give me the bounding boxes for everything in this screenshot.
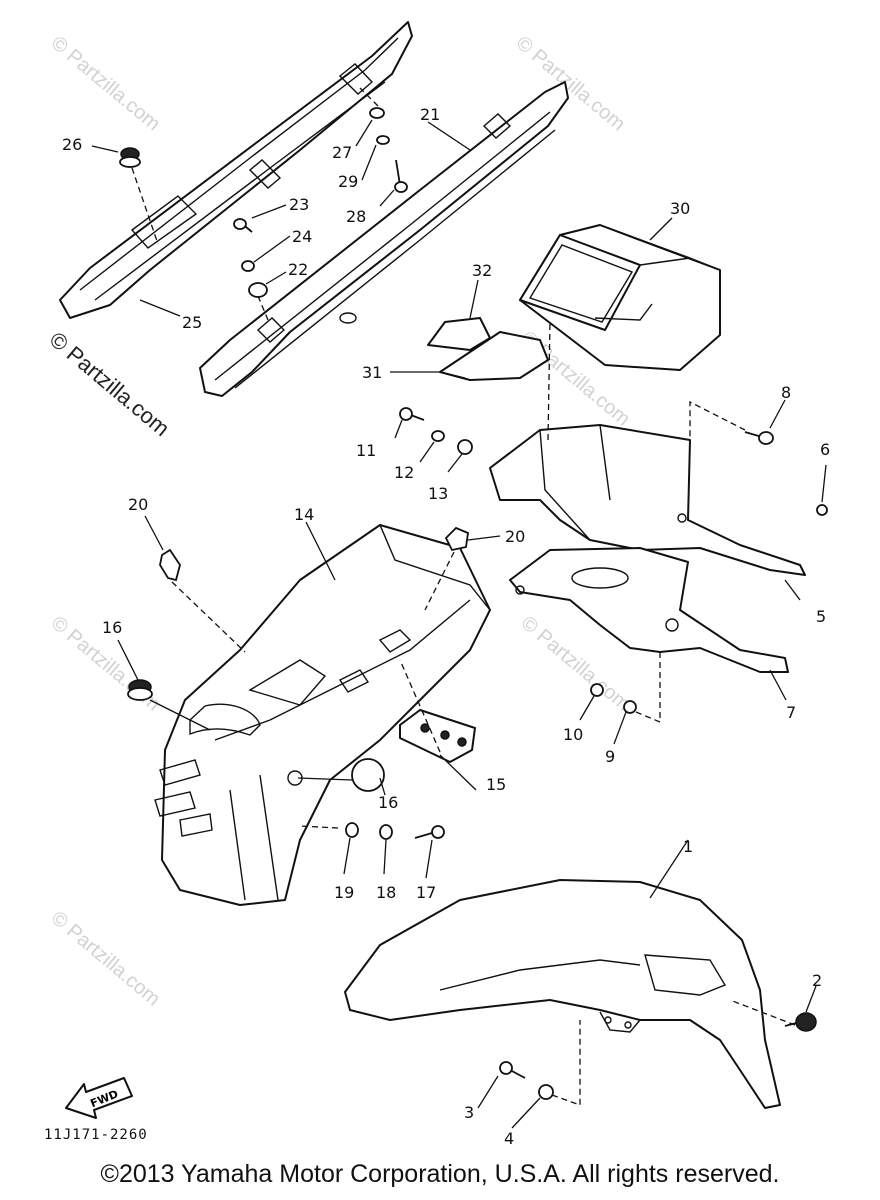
part-16-grommet-left [127,679,153,701]
part-17-bolt [414,825,445,839]
callout-13: 13 [428,484,448,503]
fwd-arrow-icon: FWD [65,1077,133,1119]
callout-7: 7 [786,703,796,722]
watermark-prominent: © Partzilla.com [45,327,175,441]
part-27-collar [369,107,385,119]
callout-23: 23 [289,195,309,214]
part-13-collar [457,439,473,455]
part-15-bracket-plate [399,709,476,763]
callout-27: 27 [332,143,352,162]
part-23-screw [233,218,253,233]
hardware [119,107,828,1100]
callout-9: 9 [605,747,615,766]
part-21-side-cover-right [199,81,569,397]
catalog-code: 11J171-2260 [44,1127,148,1143]
part-29-washer [376,135,390,145]
callout-24: 24 [292,227,312,246]
part-3-bolt [499,1061,526,1079]
part-19-washer [345,822,359,838]
part-9-nut [623,700,637,714]
watermark: © Partzilla.com [47,907,164,1010]
callout-18: 18 [376,883,396,902]
watermark: © Partzilla.com [47,32,164,135]
callout-32: 32 [472,261,492,280]
part-14-rear-inner-fender [154,524,491,906]
callout-1: 1 [683,837,693,856]
callout-14: 14 [294,505,314,524]
callout-26: 26 [62,135,82,154]
callout-29: 29 [338,172,358,191]
part-1-front-fender [344,879,781,1109]
callout-21: 21 [420,105,440,124]
callout-20b: 20 [505,527,525,546]
callout-12: 12 [394,463,414,482]
callout-5: 5 [816,607,826,626]
part-4-nut [538,1084,554,1100]
callout-15: 15 [486,775,506,794]
part-20-clip-left [159,548,181,582]
part-31-band [439,331,549,381]
part-10-nut [590,683,604,697]
callout-19: 19 [334,883,354,902]
part-16-grommet-right [351,758,385,792]
part-22-grommet [248,282,268,298]
callout-4: 4 [504,1129,514,1148]
callout-31: 31 [362,363,382,382]
callout-20a: 20 [128,495,148,514]
callout-25: 25 [182,313,202,332]
callout-8: 8 [781,383,791,402]
part-32-cover-plate [427,317,491,351]
callout-16a: 16 [102,618,122,637]
callout-6: 6 [820,440,830,459]
callout-28: 28 [346,207,366,226]
part-26-grommet [119,147,141,168]
part-30-tool-box [519,224,721,371]
part-25-side-cover-left [59,21,413,319]
callout-17: 17 [416,883,436,902]
callout-16b: 16 [378,793,398,812]
callout-10: 10 [563,725,583,744]
part-5-rear-fender-upper [489,424,806,576]
part-2-bolt [784,1012,817,1032]
callout-3: 3 [464,1103,474,1122]
part-18-nut [379,824,393,840]
callout-11: 11 [356,441,376,460]
part-20-clip-right [444,526,469,552]
part-11-screw [399,407,425,421]
callout-numbers: 1 2 3 4 5 6 7 8 9 10 11 12 13 14 15 16 1… [62,105,830,1148]
part-24-washer [241,260,255,272]
leader-lines [91,87,827,1129]
part-7-rear-fender-lower [509,547,789,673]
part-8-bolt [744,431,774,445]
copyright-notice: ©2013 Yamaha Motor Corporation, U.S.A. A… [100,1160,780,1188]
callout-22: 22 [288,260,308,279]
part-12-washer [431,430,445,442]
callout-30: 30 [670,199,690,218]
callout-2: 2 [812,971,822,990]
part-28-screw [394,159,408,193]
part-6-nut [816,504,828,516]
